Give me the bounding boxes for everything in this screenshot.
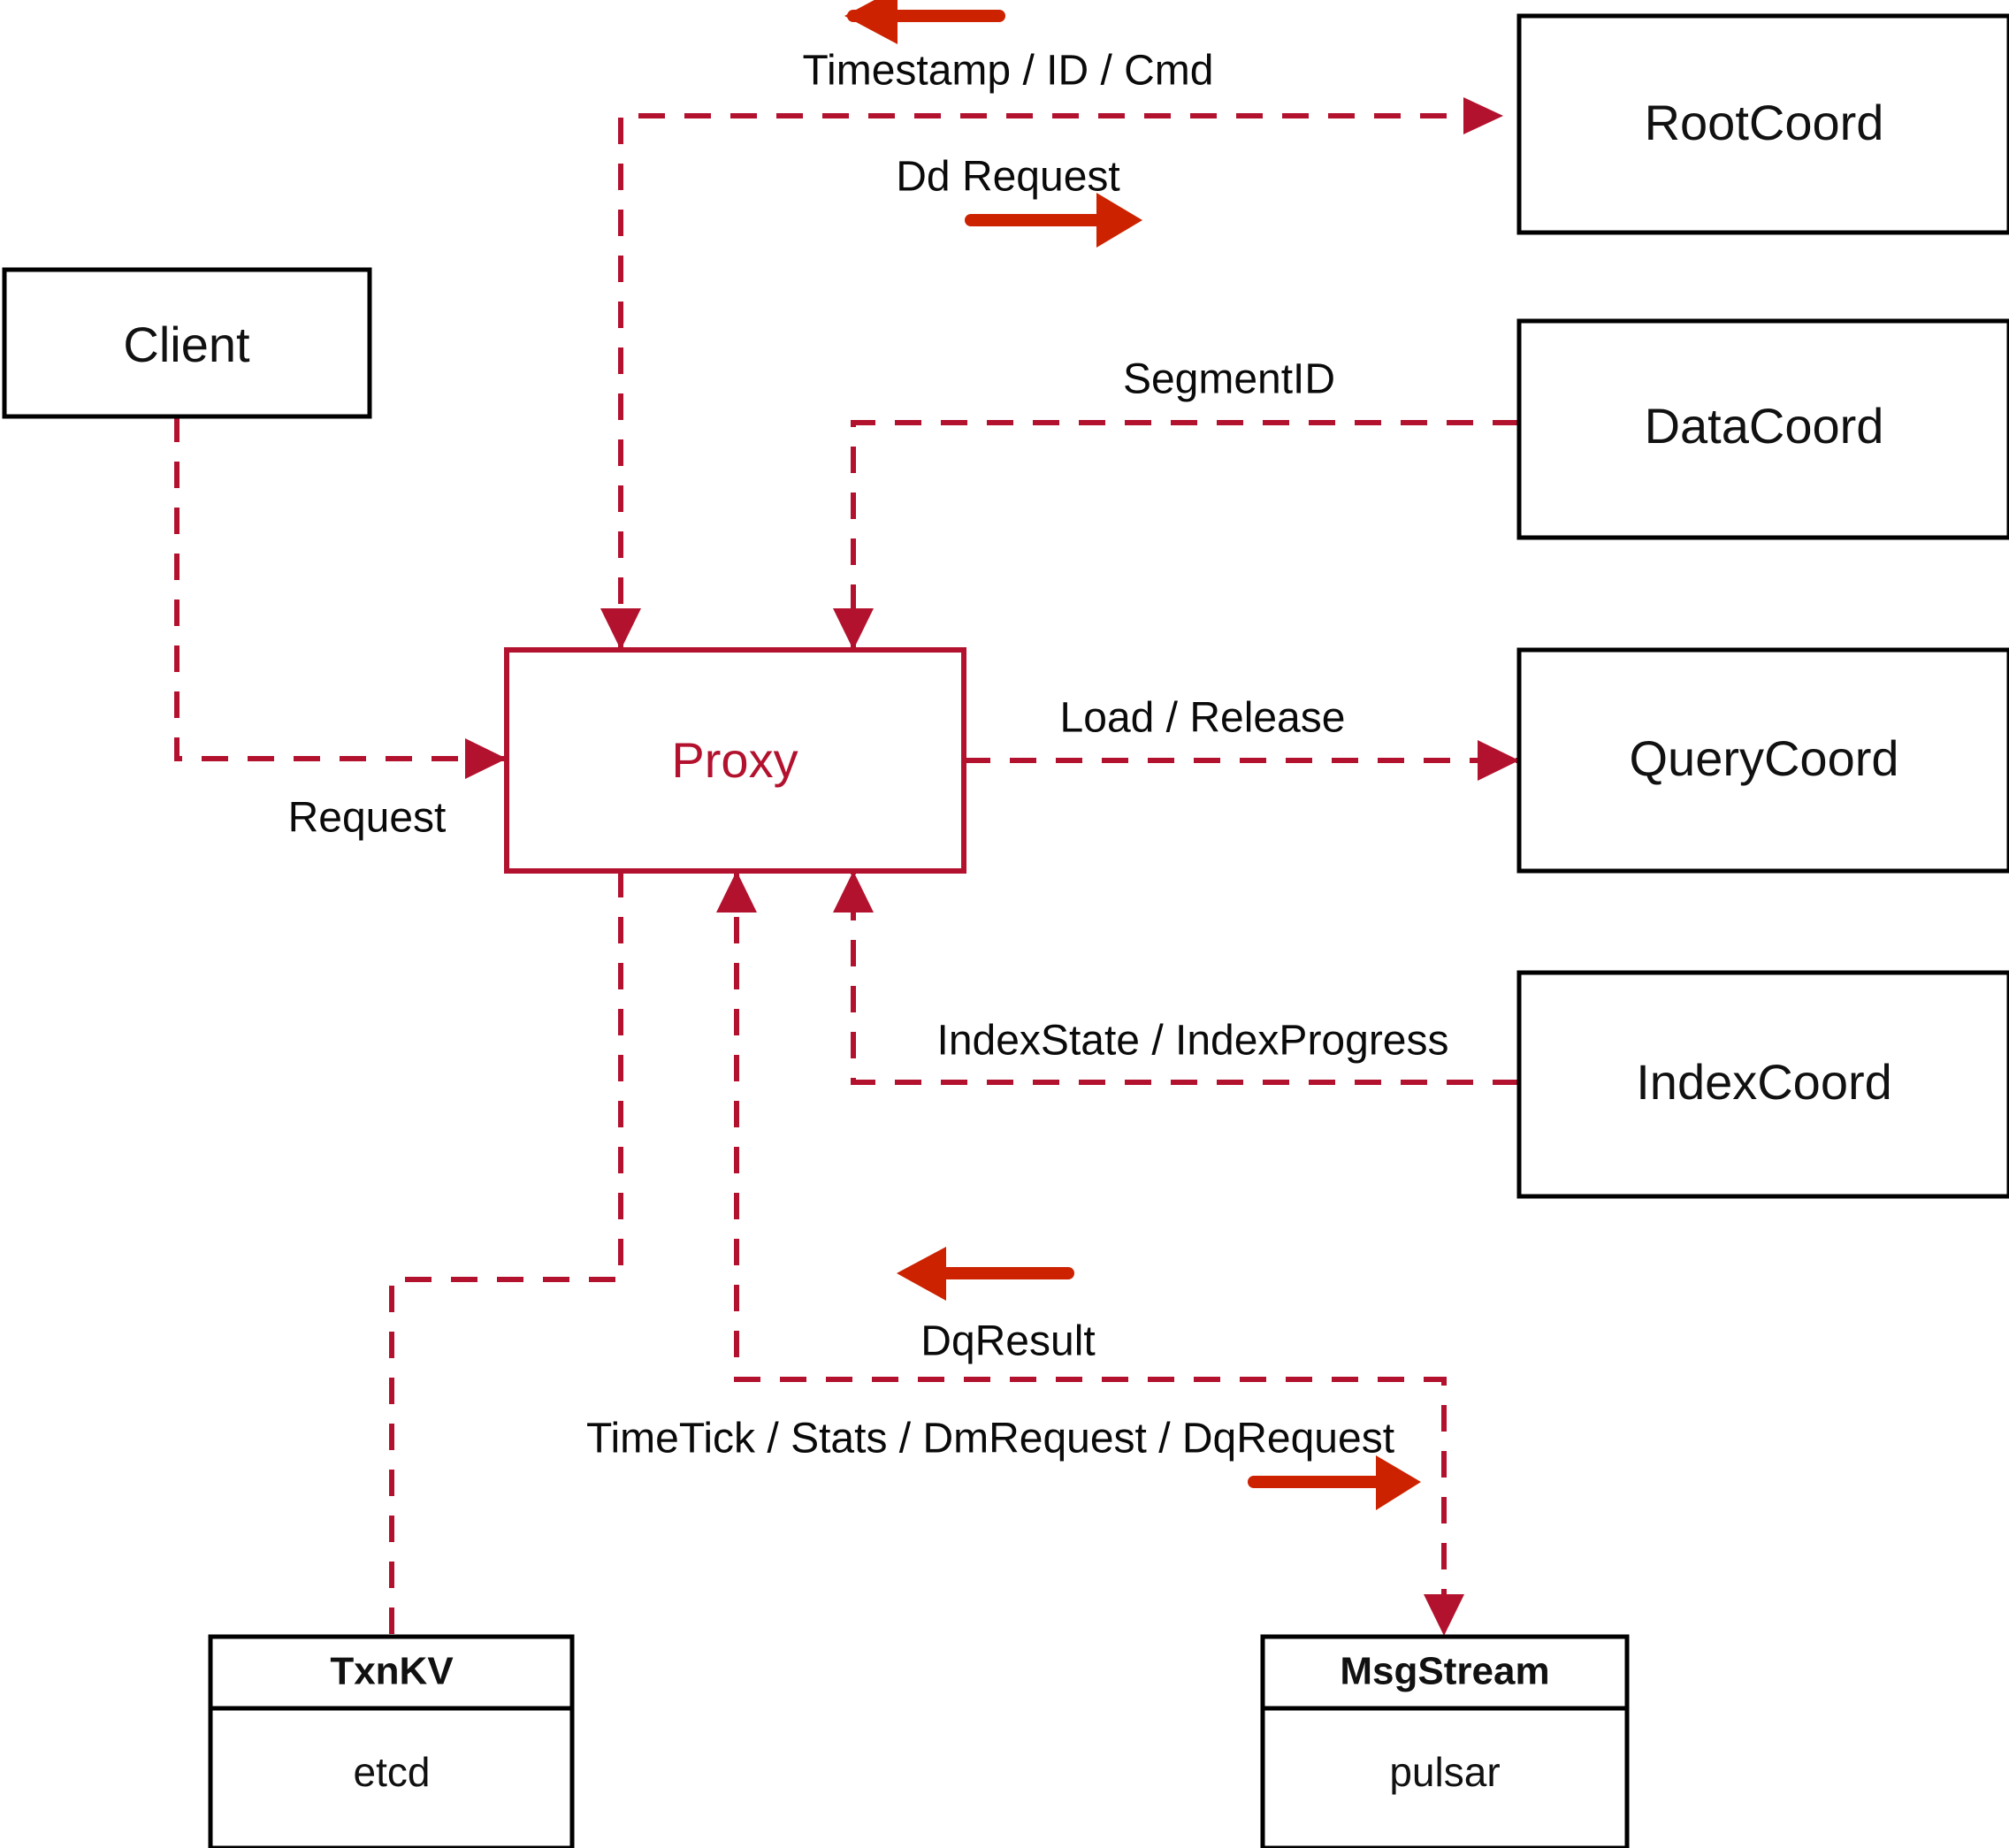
edge-label-timestamp-id-cmd: Timestamp / ID / Cmd bbox=[803, 48, 1214, 95]
edge-label-load-release: Load / Release bbox=[1060, 695, 1346, 742]
node-rootcoord-label: RootCoord bbox=[1645, 95, 1884, 150]
node-querycoord[interactable]: QueryCoord bbox=[1516, 647, 2009, 874]
node-msgstream-title: MsgStream bbox=[1340, 1650, 1549, 1693]
node-querycoord-label: QueryCoord bbox=[1629, 730, 1898, 786]
edge-label-request: Request bbox=[288, 795, 447, 842]
node-indexcoord-label: IndexCoord bbox=[1636, 1054, 1892, 1110]
node-rootcoord[interactable]: RootCoord bbox=[1516, 13, 2009, 235]
flow-datacoord-proxy bbox=[833, 420, 1519, 650]
node-txnkv-impl: etcd bbox=[354, 1749, 431, 1795]
direction-arrow-dqresult-left bbox=[897, 1247, 1074, 1301]
node-client-label: Client bbox=[123, 317, 250, 372]
edge-label-dq-result: DqResult bbox=[920, 1318, 1095, 1365]
flow-client-proxy bbox=[174, 416, 507, 779]
direction-arrow-dqrequest-right bbox=[1248, 1455, 1421, 1510]
direction-arrow-ddrequest-right bbox=[965, 193, 1142, 248]
flow-proxy-txnkv bbox=[389, 871, 623, 1637]
edge-label-index-state-progress: IndexState / IndexProgress bbox=[937, 1018, 1449, 1065]
flow-rootcoord-proxy bbox=[600, 97, 1503, 650]
flow-proxy-msgstream bbox=[716, 871, 1464, 1636]
edge-label-dd-request: Dd Request bbox=[896, 154, 1119, 201]
node-datacoord[interactable]: DataCoord bbox=[1516, 318, 2009, 540]
flow-indexcoord-proxy bbox=[833, 871, 1519, 1085]
node-proxy-label: Proxy bbox=[671, 732, 798, 788]
node-datacoord-label: DataCoord bbox=[1645, 398, 1884, 454]
node-msgstream-impl: pulsar bbox=[1389, 1749, 1500, 1795]
node-proxy[interactable]: Proxy bbox=[504, 647, 966, 874]
edge-label-timetick-stats: TimeTick / Stats / DmRequest / DqRequest bbox=[586, 1416, 1394, 1462]
node-client[interactable]: Client bbox=[2, 267, 372, 419]
node-txnkv-title: TxnKV bbox=[330, 1650, 454, 1693]
node-msgstream[interactable]: MsgStream pulsar bbox=[1260, 1634, 1630, 1848]
direction-arrow-timestamp-left bbox=[844, 0, 1005, 44]
node-indexcoord[interactable]: IndexCoord bbox=[1516, 970, 2009, 1199]
node-txnkv[interactable]: TxnKV etcd bbox=[208, 1634, 575, 1848]
flow-proxy-querycoord bbox=[964, 740, 1519, 781]
edge-label-segment-id: SegmentID bbox=[1123, 356, 1335, 403]
